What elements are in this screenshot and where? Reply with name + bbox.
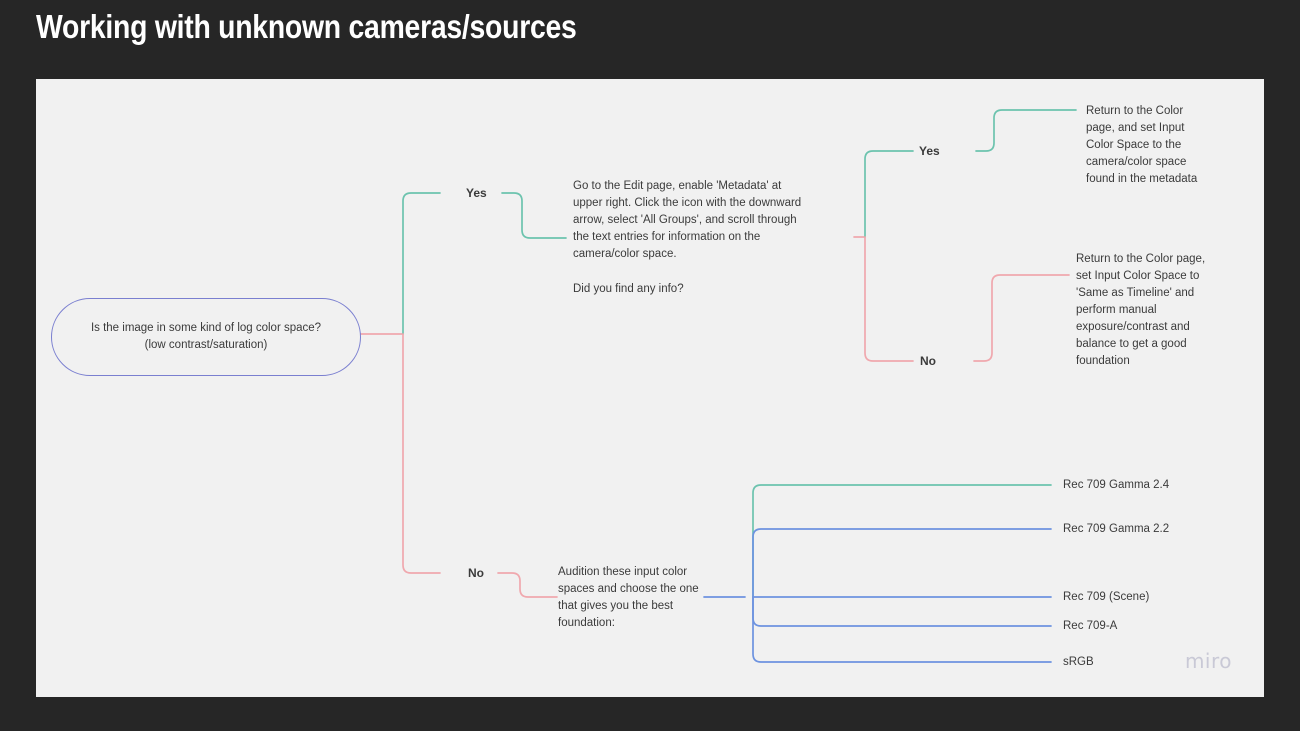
start-decision-node[interactable]: Is the image in some kind of log color s… — [51, 298, 361, 376]
metadata-step-question: Did you find any info? — [573, 283, 684, 295]
start-decision-label: Is the image in some kind of log color s… — [90, 322, 322, 351]
slide-title: Working with unknown cameras/sources — [36, 8, 577, 45]
outcome-not-found-body: Return to the Color page, set Input Colo… — [1076, 253, 1209, 367]
color-space-option-3[interactable]: Rec 709-A — [1063, 620, 1118, 632]
branch-label-level1-no: No — [468, 566, 484, 580]
color-space-option-2[interactable]: Rec 709 (Scene) — [1063, 591, 1150, 603]
color-space-option-0[interactable]: Rec 709 Gamma 2.4 — [1063, 479, 1170, 491]
color-space-option-1[interactable]: Rec 709 Gamma 2.2 — [1063, 523, 1170, 535]
metadata-step-body: Go to the Edit page, enable 'Metadata' a… — [573, 180, 805, 260]
branch-label-level1-yes: Yes — [466, 186, 487, 200]
branch-label-level2-no: No — [920, 354, 936, 368]
audition-step-body: Audition these input color spaces and ch… — [558, 566, 702, 629]
outcome-found-body: Return to the Color page, and set Input … — [1086, 105, 1198, 185]
color-space-option-4[interactable]: sRGB — [1063, 656, 1094, 668]
flowchart-canvas: Is the image in some kind of log color s… — [36, 79, 1264, 697]
miro-watermark: miro — [1184, 649, 1232, 673]
branch-label-level2-yes: Yes — [919, 144, 940, 158]
